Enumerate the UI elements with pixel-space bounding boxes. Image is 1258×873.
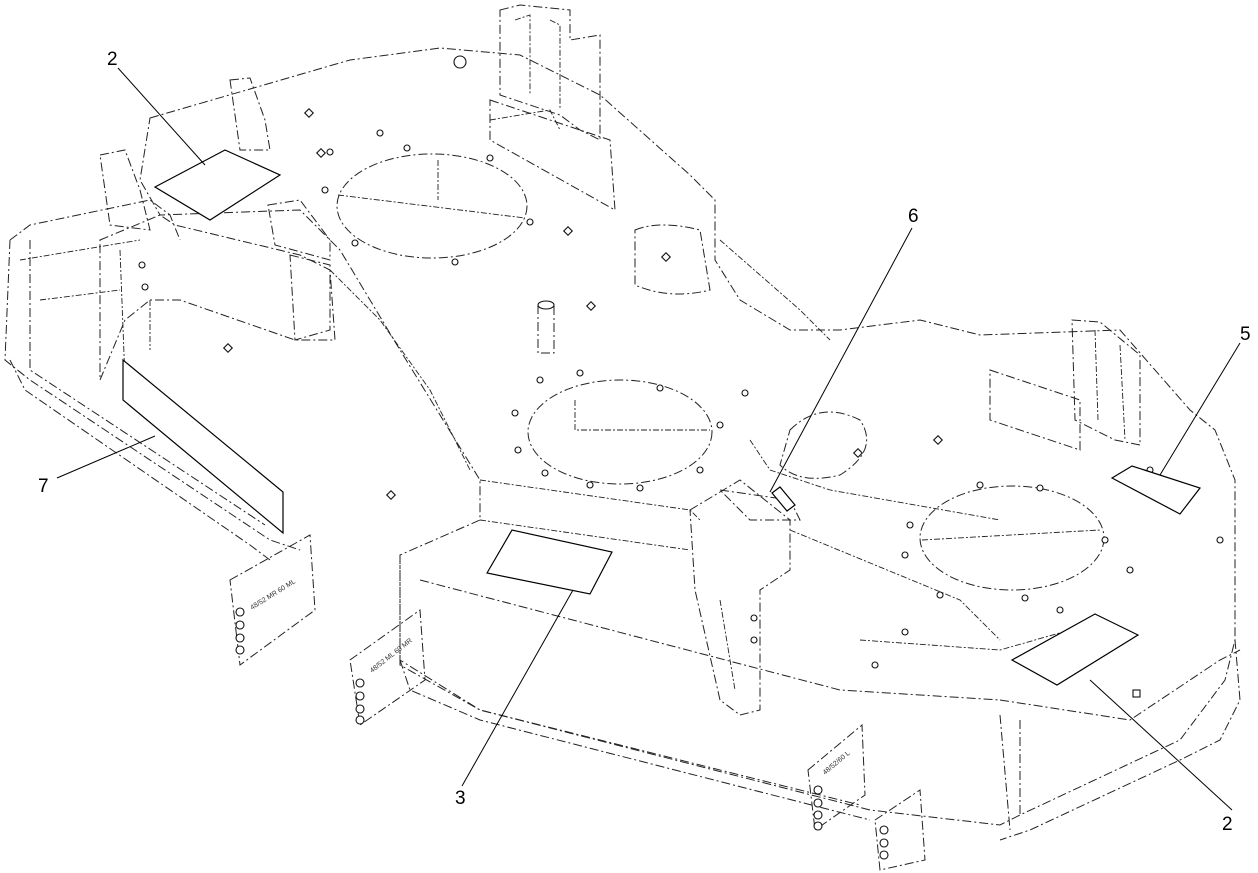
callout-label: 5 [1240,324,1251,345]
decal-belt-guard [771,486,796,512]
rear-height-brackets [99,4,1141,451]
front-left-mount [99,214,336,381]
decal-front-left [122,358,284,535]
decal-top-left [153,149,282,221]
square-holes [222,107,1141,698]
center-front-mount [689,479,801,716]
height-tag-text: 48/52/60 L [822,750,852,777]
bolt-holes [321,55,1224,669]
decals [122,149,1201,686]
decal-right [1110,465,1201,515]
deck-housing [4,47,1241,841]
decal-front-right [1010,613,1140,686]
height-tag-text: 48/52 ML 60 MR [369,637,414,674]
spindle-shaft [537,300,555,354]
callout-label: 2 [107,49,118,70]
callout-label: 7 [38,476,49,497]
callout-label: 6 [908,206,919,227]
callout-labels: 2 7 3 6 5 2 [38,49,1251,835]
callout-label: 2 [1222,814,1233,835]
height-tag-text: 48/52 MR 60 ML [249,578,297,611]
leader-lines [56,67,1241,811]
spindle-openings [336,153,1105,591]
decal-center [486,529,613,595]
callout-label: 3 [455,788,466,809]
